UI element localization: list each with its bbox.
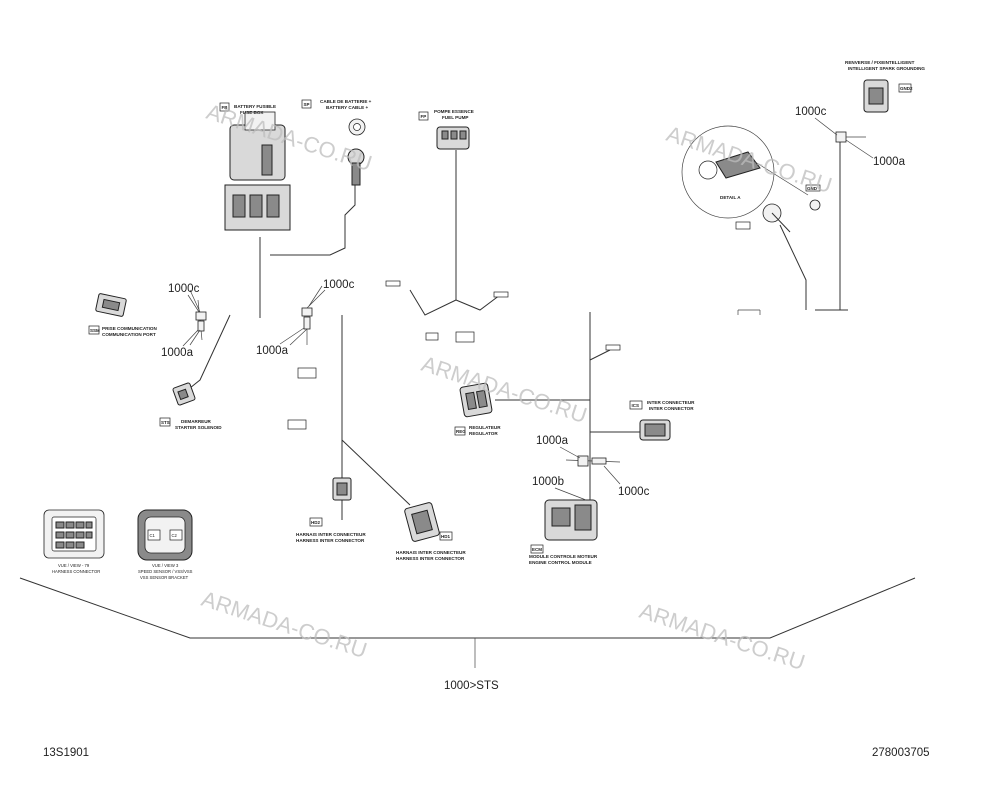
ground-terminal-center xyxy=(289,289,326,346)
hd1-code: HD1 xyxy=(441,534,450,539)
starter-solenoid: STS DEMARREUR STARTER SOLENOID xyxy=(159,382,222,430)
view-right-sub1: SPEED SENSOR / VSS/VSS xyxy=(138,569,193,574)
ssm-tag xyxy=(88,325,100,335)
hd1-tag xyxy=(439,531,453,541)
watermark-3: ARMADA-CO.RU xyxy=(418,351,590,428)
callout-1000c-center: 1000c xyxy=(323,279,355,291)
pin-c2: C2 xyxy=(172,533,178,538)
view-left-sub: HARNESS CONNECTOR xyxy=(52,569,100,574)
harness-outline xyxy=(19,577,916,639)
fusebox-label-en: FUSE BOX xyxy=(240,110,264,115)
detail-a-circle xyxy=(681,125,775,219)
gnd2-tag xyxy=(898,83,912,93)
battery-cable-label-fr: CABLE DE BATTERIE + xyxy=(320,99,372,104)
reg-code: REG xyxy=(456,429,466,434)
hd2-label-en: HARNESS INTER CONNECTOR xyxy=(296,538,365,543)
doc-ref-right: 278003705 xyxy=(872,747,930,759)
callout-1000c-top-right: 1000c xyxy=(795,106,827,118)
ground-terminal-left xyxy=(189,289,207,346)
sts-code: STS xyxy=(161,420,170,425)
hd2-label-fr: HARNAIS INTER CONNECTEUR xyxy=(296,532,366,537)
inter-conn-label-fr: INTER CONNECTEUR xyxy=(647,400,695,405)
top-right-label-en: INTELLIGENT SPARK GROUNDING xyxy=(848,66,925,71)
view-right-title: VUE / VIEW 3 xyxy=(152,563,179,568)
view-right-sub2: VSS SENSOR BRACKET xyxy=(140,575,189,580)
hd2-tag xyxy=(309,517,323,527)
fb-code: FB xyxy=(222,105,229,110)
view-left-title: VUE / VIEW - 79 xyxy=(58,563,90,568)
engine-control-module: ECM MODULE CONTROLE MOTEUR ENGINE CONTRO… xyxy=(529,499,598,565)
detail-a-label: DETAIL A xyxy=(720,195,741,200)
ics-tag xyxy=(629,400,643,410)
sp-code: SP xyxy=(304,102,310,107)
battery-cable: SP CABLE DE BATTERIE + BATTERY CABLE + xyxy=(301,99,372,186)
ver-gnd-code: GND xyxy=(807,186,818,191)
fp-code: FP xyxy=(421,114,427,119)
watermark-1: ARMADA-CO.RU xyxy=(203,99,375,176)
callout-1000b: 1000b xyxy=(532,476,564,488)
hd2-code: HD2 xyxy=(311,520,320,525)
battery-cable-label-en: BATTERY CABLE + xyxy=(326,105,368,110)
gnd-tag xyxy=(735,221,751,230)
sp-tag xyxy=(301,99,312,109)
regulator: REG REGULATEUR REGULATOR xyxy=(454,382,501,436)
fb-tag xyxy=(219,102,230,112)
ecm-tag xyxy=(530,544,544,554)
callout-1000c-right: 1000c xyxy=(618,486,650,498)
inter-connector: ICS INTER CONNECTEUR INTER CONNECTOR xyxy=(629,400,695,441)
fusebox-label-fr: BATTERY FUSIBLE xyxy=(234,104,276,109)
ground-terminal-right xyxy=(565,455,621,467)
service-port-label-fr: PRISE COMMUNICATION xyxy=(102,326,157,331)
ssm-code: SSM xyxy=(90,328,100,333)
callouts: 1000c 1000a 1000c 1000a 1000c 1000a 1000… xyxy=(161,106,906,501)
connector-view-right: C1 C2 VUE / VIEW 3 SPEED SENSOR / VSS/VS… xyxy=(137,509,193,580)
regulator-label-en: REGULATOR xyxy=(469,431,498,436)
doc-ref-left: 13S1901 xyxy=(43,747,89,759)
pin-c1: C1 xyxy=(150,533,156,538)
callout-1000a-right: 1000a xyxy=(536,435,569,447)
fuel-pump-connector: FP POMPE ESSENCE FUEL PUMP xyxy=(418,109,474,150)
callout-1000c-left: 1000c xyxy=(168,283,200,295)
connector-view-left: VUE / VIEW - 79 HARNESS CONNECTOR xyxy=(43,509,105,574)
ecm-code: ECM xyxy=(532,547,542,552)
top-right-label-fr: RENVERSE / FIXEINTELLIGENT xyxy=(845,60,915,65)
ver-gnd-tag xyxy=(805,184,821,192)
ics-code: ICS xyxy=(632,403,640,408)
watermark-4: ARMADA-CO.RU xyxy=(198,586,370,663)
starter-label-fr: DEMARREUR xyxy=(181,419,212,424)
regulator-label-fr: REGULATEUR xyxy=(469,425,501,430)
callout-1000a-top-right: 1000a xyxy=(873,156,906,168)
harness-connector-hd1: HD1 HARNAIS INTER CONNECTEUR HARNESS INT… xyxy=(396,502,466,561)
sts-tag xyxy=(159,417,171,427)
watermark-5: ARMADA-CO.RU xyxy=(636,598,808,675)
range-label: 1000>STS xyxy=(444,680,499,692)
callout-1000a-left: 1000a xyxy=(161,347,194,359)
hd1-label-en: HARNESS INTER CONNECTOR xyxy=(396,556,465,561)
fuse-box: FB BATTERY FUSIBLE FUSE BOX xyxy=(219,102,291,231)
ecm-label-fr: MODULE CONTROLE MOTEUR xyxy=(529,554,598,559)
fuel-pump-label-fr: POMPE ESSENCE xyxy=(434,109,474,114)
spark-grounding-assembly: RENVERSE / FIXEINTELLIGENT INTELLIGENT S… xyxy=(681,60,925,233)
service-port-label-en: COMMUNICATION PORT xyxy=(102,332,156,337)
starter-label-en: STARTER SOLENOID xyxy=(175,425,222,430)
reg-tag xyxy=(454,426,466,436)
wire-tags xyxy=(287,280,621,430)
hd1-label-fr: HARNAIS INTER CONNECTEUR xyxy=(396,550,466,555)
watermarks: ARMADA-CO.RU ARMADA-CO.RU ARMADA-CO.RU A… xyxy=(198,99,835,675)
gnd2-code: GND2 xyxy=(900,86,913,91)
watermark-2: ARMADA-CO.RU xyxy=(663,121,835,198)
inter-conn-label-en: INTER CONNECTOR xyxy=(649,406,694,411)
callout-1000a-center: 1000a xyxy=(256,345,289,357)
ecm-label-en: ENGINE CONTROL MODULE xyxy=(529,560,592,565)
fuel-pump-label-en: FUEL PUMP xyxy=(442,115,468,120)
service-port: SSM PRISE COMMUNICATION COMMUNICATION PO… xyxy=(88,293,157,337)
fp-tag xyxy=(418,111,429,121)
harness-connector-hd2: HD2 HARNAIS INTER CONNECTEUR HARNESS INT… xyxy=(296,477,366,543)
